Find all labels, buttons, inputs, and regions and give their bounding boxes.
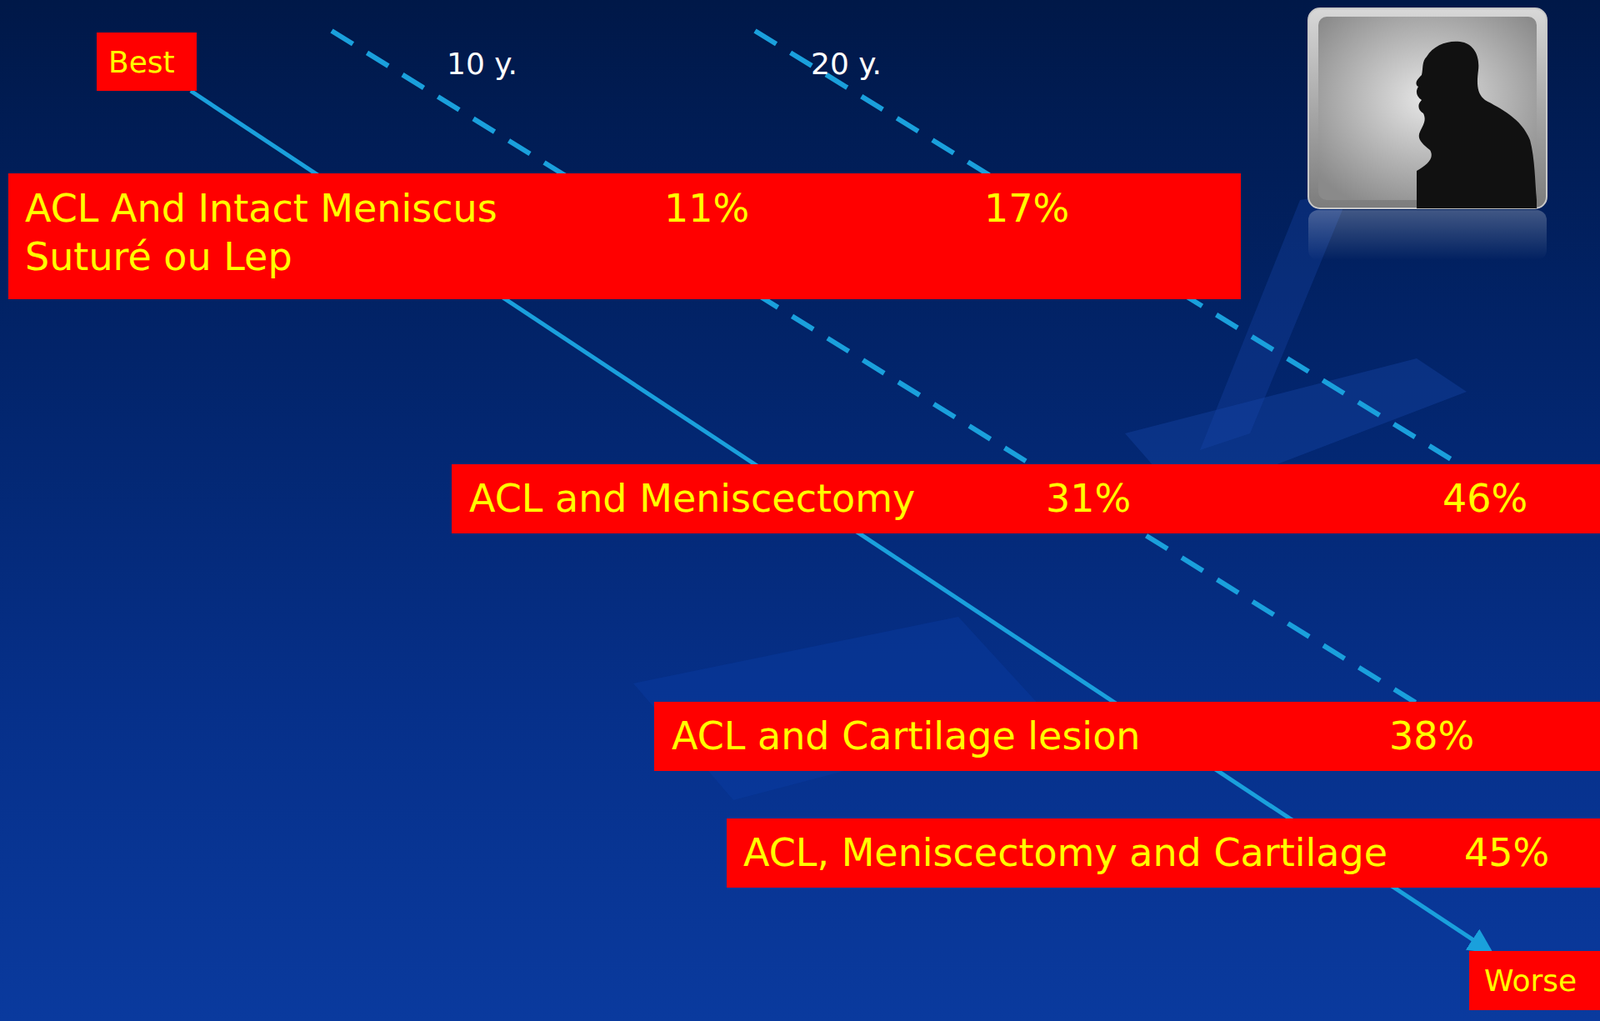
percent-value: 31% bbox=[1045, 475, 1131, 524]
percent-value: 45% bbox=[1464, 829, 1550, 878]
time-label: 20 y. bbox=[810, 45, 882, 82]
band-text: ACL, Meniscectomy and Cartilage bbox=[743, 829, 1388, 878]
outcome-band: ACL And Intact Meniscus Suturé ou Lep 11%… bbox=[8, 173, 1241, 300]
outcome-band: ACL, Meniscectomy and Cartilage 45% bbox=[726, 818, 1600, 888]
end-marker: Worse bbox=[1469, 950, 1600, 1010]
band-text: ACL and Cartilage lesion bbox=[671, 712, 1140, 761]
percent-value: 46% bbox=[1442, 475, 1528, 524]
band-text: Worse bbox=[1484, 961, 1577, 1000]
time-label: 10 y. bbox=[446, 45, 518, 82]
end-marker: Best bbox=[96, 32, 197, 91]
percent-value: 11% bbox=[664, 185, 750, 234]
outcome-band: ACL and Cartilage lesion 38% bbox=[654, 701, 1600, 771]
percent-value: 17% bbox=[984, 185, 1070, 234]
band-text: Best bbox=[108, 43, 175, 81]
dashed-line bbox=[331, 30, 1419, 705]
band-text: ACL And Intact Meniscus Suturé ou Lep bbox=[25, 185, 559, 281]
percent-value: 38% bbox=[1389, 712, 1475, 761]
silhouette-picture bbox=[1308, 8, 1547, 260]
band-text: ACL and Meniscectomy bbox=[469, 475, 915, 524]
outcome-band: ACL and Meniscectomy 31% 46% bbox=[451, 464, 1600, 534]
